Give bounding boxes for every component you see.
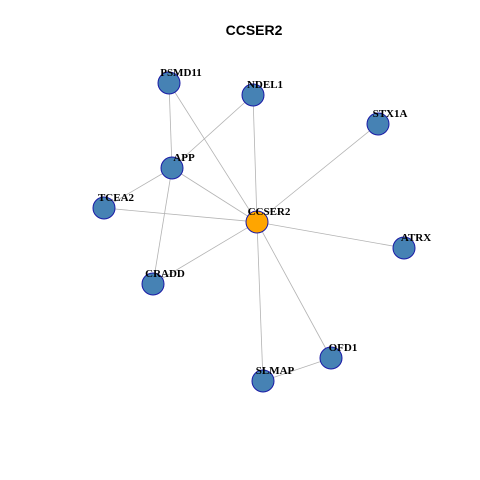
edge-ccser2-cradd: [152, 221, 258, 285]
edge-ccser2-stx1a: [256, 123, 379, 223]
node-circle-ndel1: [241, 83, 265, 107]
edge-ccser2-atrx: [256, 221, 405, 249]
node-psmd11: PSMD11: [157, 67, 202, 95]
node-label-ccser2: CCSER2: [248, 206, 291, 218]
edge-ofd1-slmap: [262, 357, 332, 382]
node-label-app: APP: [173, 152, 195, 164]
node-circle-psmd11: [157, 71, 181, 95]
node-ofd1: OFD1: [319, 342, 358, 370]
node-label-tcea2: TCEA2: [98, 192, 135, 204]
node-circle-stx1a: [366, 112, 390, 136]
node-ndel1: NDEL1: [241, 79, 283, 107]
node-circle-cradd: [141, 272, 165, 296]
node-label-stx1a: STX1A: [373, 108, 408, 120]
node-circle-app: [160, 156, 184, 180]
node-circle-tcea2: [92, 196, 116, 220]
edge-ccser2-app: [171, 167, 258, 223]
edge-ccser2-ofd1: [256, 221, 332, 359]
edge-app-tcea2: [103, 167, 173, 209]
node-ccser2: CCSER2: [245, 206, 291, 234]
node-circle-ofd1: [319, 346, 343, 370]
node-atrx: ATRX: [392, 232, 431, 260]
node-circle-slmap: [251, 369, 275, 393]
edge-ccser2-tcea2: [103, 207, 258, 223]
edge-psmd11-app: [168, 82, 173, 169]
node-circle-ccser2: [245, 210, 269, 234]
node-label-ofd1: OFD1: [329, 342, 358, 354]
node-tcea2: TCEA2: [92, 192, 135, 220]
node-label-ndel1: NDEL1: [247, 79, 283, 91]
node-label-cradd: CRADD: [145, 268, 185, 280]
node-app: APP: [160, 152, 195, 180]
diagram-title: CCSER2: [226, 22, 283, 38]
node-circle-atrx: [392, 236, 416, 260]
edge-layer: [103, 82, 405, 382]
edge-app-cradd: [152, 167, 173, 285]
node-stx1a: STX1A: [366, 108, 408, 136]
edge-ccser2-ndel1: [252, 94, 258, 223]
edge-ccser2-slmap: [256, 221, 264, 382]
edge-ccser2-psmd11: [168, 82, 258, 223]
node-slmap: SLMAP: [251, 365, 295, 393]
edge-ndel1-app: [171, 94, 254, 169]
node-label-atrx: ATRX: [401, 232, 431, 244]
node-cradd: CRADD: [141, 268, 185, 296]
node-label-psmd11: PSMD11: [160, 67, 202, 79]
node-label-slmap: SLMAP: [256, 365, 295, 377]
